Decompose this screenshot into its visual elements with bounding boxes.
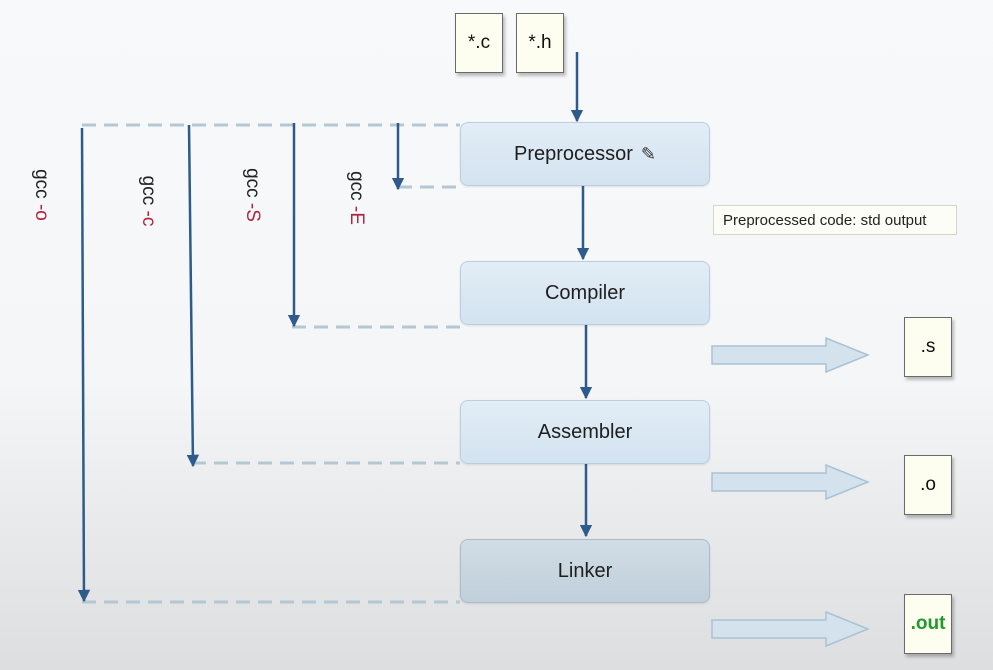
stage-compiler: Compiler [460,261,710,325]
gcc-option-s-flag: -S [242,202,263,222]
stage-preprocessor: Preprocessor ✎ [460,122,710,186]
gcc-option-c-flag: -c [138,210,159,227]
gcc-o-arrow [77,127,91,603]
input-file-c: *.c [455,13,503,73]
preprocessed-code-tooltip: Preprocessed code: std output [713,205,957,235]
gcc-option-e-base: gcc [346,171,367,206]
gcc-option-c-base: gcc [138,175,159,211]
pencil-icon: ✎ [640,143,657,164]
gcc-option-s-base: gcc [242,168,263,203]
output-s-arrow [711,336,870,374]
stage-preprocessor-label: Preprocessor [513,142,633,165]
tooltip-text: Preprocessed code: std output [723,212,927,229]
gcc-c-arrow [186,124,200,468]
output-file-out: .out [904,594,952,654]
output-file-o: .o [904,455,952,515]
stage-assembler-label: Assembler [537,420,633,443]
gcc-option-s: gcc -S [241,160,263,230]
output-out-arrow [711,610,870,648]
input-file-h-label: *.h [528,32,552,53]
output-o-arrow [711,463,870,501]
output-file-s: .s [904,317,952,377]
gcc-option-e-flag: -E [346,205,367,225]
output-file-s-label: .s [920,336,936,357]
input-file-h: *.h [516,13,564,73]
stage-linker: Linker [460,539,710,603]
gcc-option-c: gcc -c [137,166,159,236]
gcc-option-e: gcc -E [345,163,367,233]
output-file-out-label: .out [910,613,946,634]
gcc-option-o: gcc -o [30,160,52,230]
stage-linker-label: Linker [557,559,613,582]
output-file-o-label: .o [920,474,936,495]
gcc-option-o-base: gcc [31,169,52,204]
input-file-c-label: *.c [467,32,491,53]
gcc-option-o-flag: -o [31,203,52,221]
stage-compiler-label: Compiler [544,281,626,304]
stage-assembler: Assembler [460,400,710,464]
